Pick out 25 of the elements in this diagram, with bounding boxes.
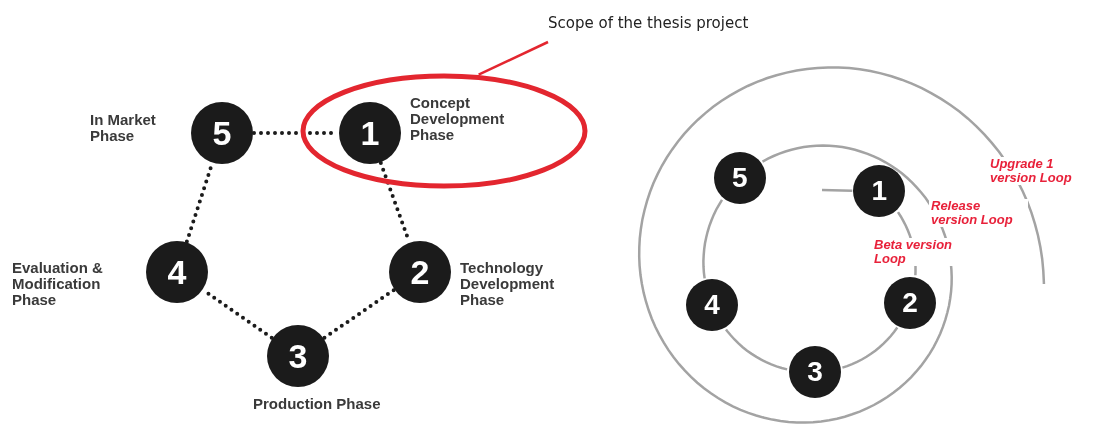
- scope-note: Scope of the thesis project: [548, 8, 868, 42]
- stage-circle: 3: [789, 346, 841, 399]
- spiral-line: [725, 328, 788, 371]
- stage-circle: 1: [853, 165, 906, 218]
- spiral-line: [842, 326, 899, 369]
- phase-circle: 3: [267, 325, 329, 387]
- leader-line: [478, 40, 549, 76]
- phase-label: Production Phase: [253, 396, 382, 412]
- spiral-line: [821, 188, 853, 192]
- stage-circle: 4: [686, 279, 739, 332]
- phase-label: Concept Development Phase: [410, 95, 506, 143]
- phase-label: In Market Phase: [90, 112, 157, 144]
- phase-label: Evaluation & Modification Phase: [12, 260, 104, 308]
- phase-label: Technology Development Phase: [460, 260, 556, 308]
- phase-circle: 2: [389, 241, 451, 303]
- stage-circle: 2: [883, 276, 936, 329]
- stage-circle: 5: [713, 152, 766, 205]
- dotted-connector: [322, 288, 396, 340]
- spiral-line: [637, 66, 1046, 424]
- phase-circle: 4: [146, 241, 208, 303]
- phase-circle: 5: [191, 102, 253, 164]
- scope-ellipse: [300, 73, 588, 189]
- loop-label: Release version Loop: [929, 199, 1028, 227]
- phase-circle: 1: [339, 102, 401, 164]
- spiral-line: [702, 199, 724, 279]
